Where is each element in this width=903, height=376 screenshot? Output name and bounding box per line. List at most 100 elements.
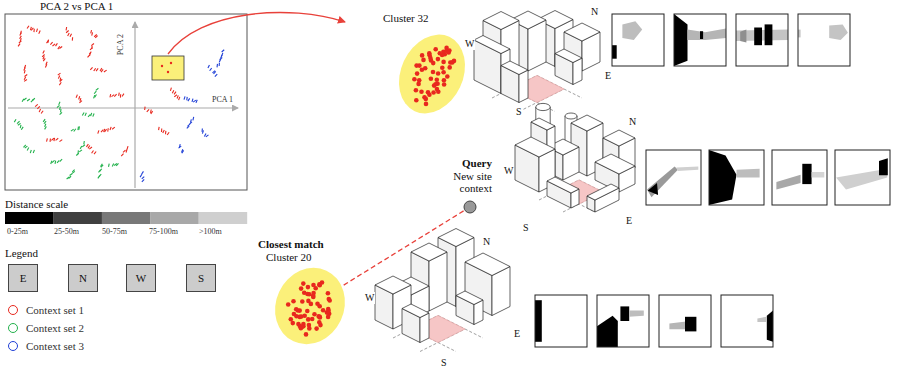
scatter-mark xyxy=(43,119,45,122)
view-obstruction xyxy=(802,164,811,184)
scatter-mark xyxy=(43,51,45,54)
view-frame xyxy=(597,295,649,347)
cluster-member xyxy=(429,76,434,81)
cluster-member xyxy=(446,50,451,55)
view-obstruction xyxy=(740,30,746,43)
view-frame xyxy=(659,295,711,347)
scatter-mark xyxy=(22,99,24,102)
scatter-mark xyxy=(76,153,79,155)
scatter-mark xyxy=(33,150,34,153)
view-obstruction xyxy=(622,21,642,40)
scatter-mark xyxy=(47,40,49,43)
building-roof xyxy=(595,154,635,174)
view-frame xyxy=(646,150,701,205)
cluster-member xyxy=(450,60,455,65)
scatter-mark xyxy=(80,146,82,149)
cluster-member xyxy=(301,281,306,286)
scatter-mark xyxy=(222,50,225,52)
cluster-member xyxy=(414,88,419,93)
compass-label: S xyxy=(522,222,530,234)
scatter-mark xyxy=(202,130,203,133)
scatter-mark xyxy=(94,95,95,98)
scatter-mark xyxy=(91,113,92,116)
scatter-mark xyxy=(67,177,70,179)
view-obstruction xyxy=(685,317,696,332)
scatter-mark xyxy=(79,101,82,103)
scatter-mark xyxy=(118,93,120,96)
direction-box: E xyxy=(8,264,38,292)
scatter-mark xyxy=(140,174,142,177)
view-obstruction xyxy=(676,167,698,171)
scatter-mark xyxy=(161,129,162,132)
scatter-mark xyxy=(182,150,184,153)
scatter-mark xyxy=(20,125,22,128)
scatter-mark xyxy=(219,63,220,66)
scatter-mark xyxy=(45,64,46,67)
scatter-mark xyxy=(92,150,94,153)
scatter-mark xyxy=(98,176,100,179)
legend-text: Context set 2 xyxy=(26,322,84,334)
view-ground xyxy=(597,295,649,347)
tower-roof xyxy=(565,113,577,119)
cluster-member xyxy=(311,295,316,300)
scatter-mark xyxy=(101,165,103,167)
scatter-mark xyxy=(94,151,96,154)
view-ground xyxy=(612,14,664,66)
building-roof xyxy=(375,276,411,294)
view-obstruction xyxy=(737,169,760,178)
scatter-mark xyxy=(192,99,193,102)
depth-view xyxy=(535,295,587,347)
scale-title: Distance scale xyxy=(5,198,68,211)
scatter-mark xyxy=(58,76,59,79)
view-frame xyxy=(772,150,827,205)
scatter-mark xyxy=(193,100,196,102)
depth-view xyxy=(646,150,701,205)
scatter-mark xyxy=(122,94,124,97)
scale-value: 25-50m xyxy=(54,227,79,236)
depth-view xyxy=(721,295,773,347)
zoom-arrow xyxy=(168,13,345,54)
view-ground xyxy=(646,150,701,205)
scale-value: 0-25m xyxy=(7,227,28,236)
scatter-mark xyxy=(56,138,59,140)
compass-label: S xyxy=(515,106,523,118)
scatter-mark xyxy=(89,147,92,149)
cluster-member xyxy=(317,314,322,319)
node-heading: S xyxy=(198,272,204,285)
node-heading: Closest match xyxy=(258,238,365,251)
scatter-mark xyxy=(65,27,67,30)
scatter-mark xyxy=(78,96,80,99)
scatter-mark xyxy=(30,150,31,153)
scatter-mark xyxy=(174,92,176,95)
view-ground xyxy=(535,295,587,347)
scatter-mark xyxy=(104,70,107,72)
scatter-mark xyxy=(39,31,40,34)
match-connector xyxy=(343,211,464,286)
scatter-mark xyxy=(123,150,125,152)
scatter-mark xyxy=(98,170,100,173)
cluster-member xyxy=(306,317,311,322)
view-frame xyxy=(535,295,587,347)
scatter-mark xyxy=(204,133,206,136)
depth-view xyxy=(736,14,788,66)
scatter-mark xyxy=(90,67,92,70)
scatter-mark xyxy=(96,68,98,71)
view-obstruction xyxy=(757,317,766,322)
view-ground xyxy=(835,150,890,205)
query-node: QueryNew site context xyxy=(412,157,498,217)
tower-roof xyxy=(536,103,550,110)
scatter-mark xyxy=(112,127,115,129)
cluster-member xyxy=(307,323,312,328)
scatter-mark xyxy=(208,65,210,68)
scatter-mark xyxy=(27,148,29,151)
scatter-mark xyxy=(44,121,46,124)
view-obstruction xyxy=(648,183,659,195)
view-obstruction xyxy=(688,29,727,40)
scatter-mark xyxy=(74,129,76,132)
scatter-mark xyxy=(18,123,21,125)
compass-label: E xyxy=(604,70,612,82)
scatter-mark xyxy=(70,174,73,176)
building-roof xyxy=(531,118,555,130)
view-obstruction xyxy=(767,311,773,342)
scatter-mark xyxy=(94,68,96,71)
